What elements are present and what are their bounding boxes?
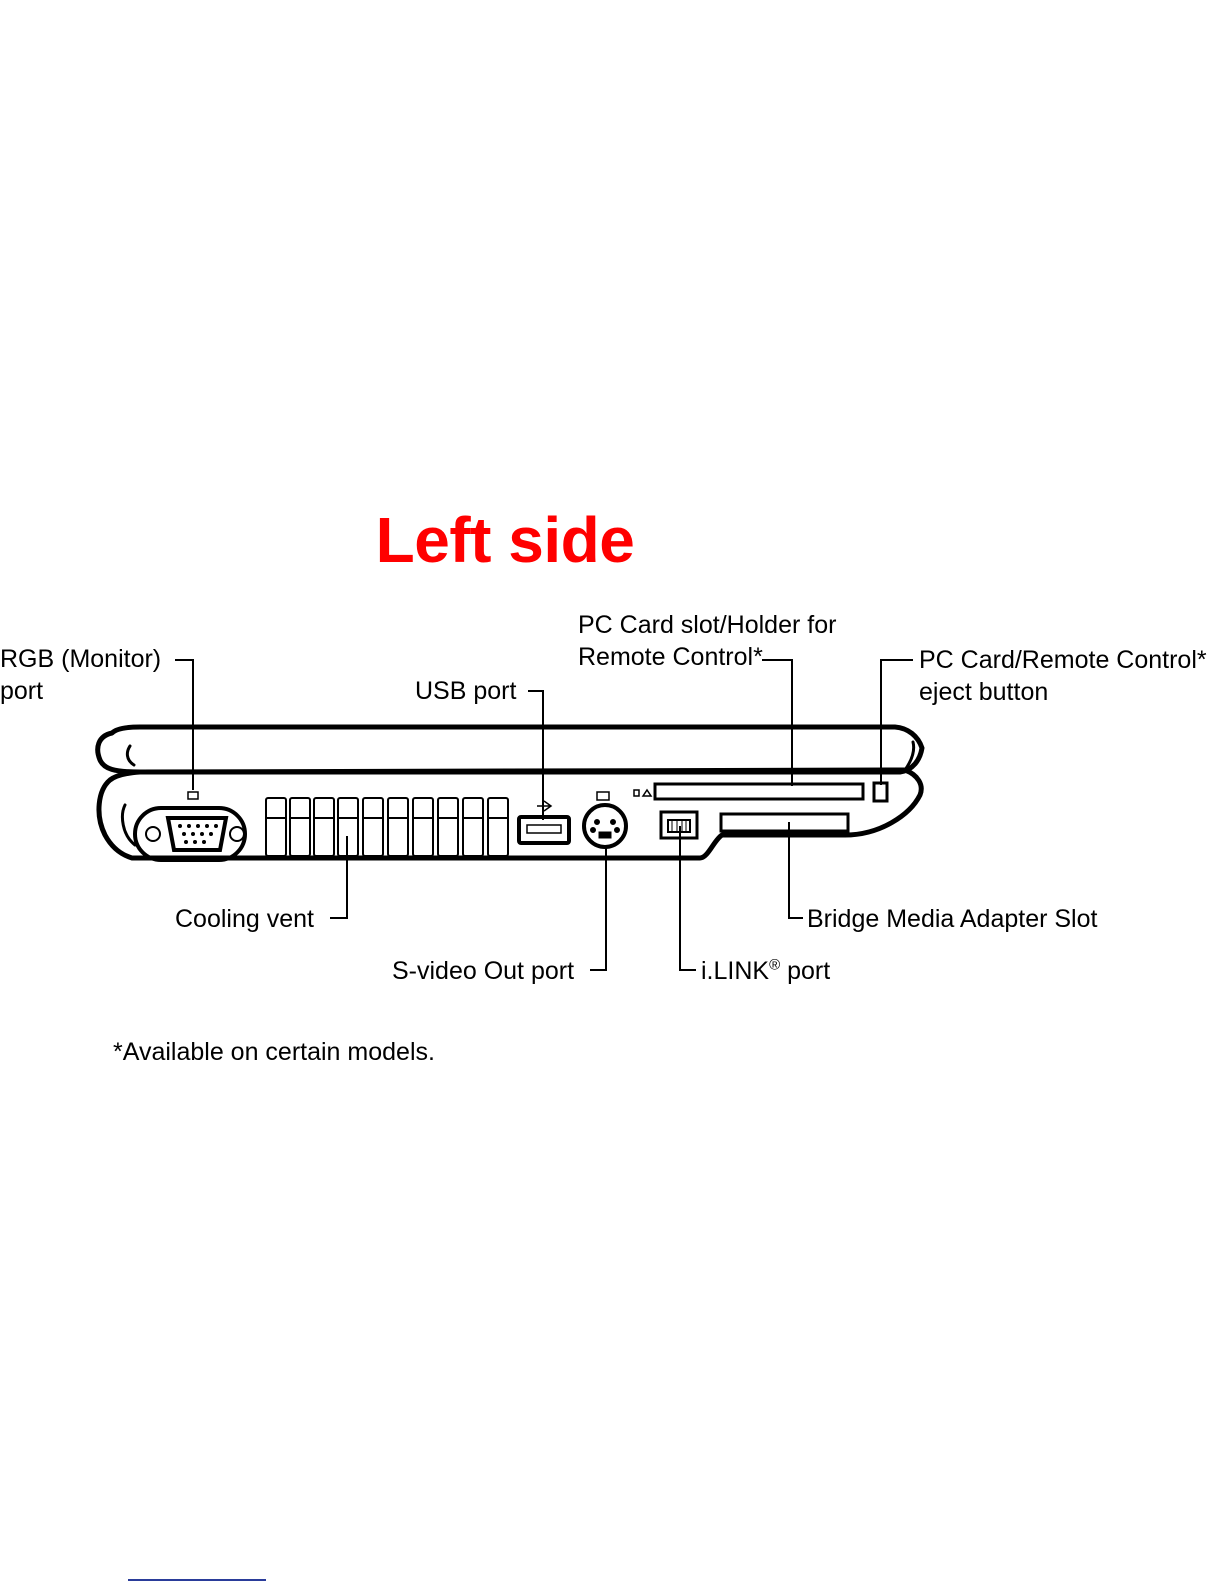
laptop-lid	[98, 727, 922, 772]
svideo-port-graphic	[584, 792, 626, 847]
bridge-media-slot-graphic	[721, 814, 848, 831]
rgb-port-label: RGB (Monitor) port	[0, 643, 161, 707]
bridge-media-slot-label: Bridge Media Adapter Slot	[807, 903, 1097, 935]
cooling-vent-label: Cooling vent	[175, 903, 314, 935]
ilink-port-label: i.LINK® port	[701, 955, 830, 987]
pc-card-slot-label: PC Card slot/Holder for Remote Control*	[578, 609, 836, 673]
cooling-vent-graphic	[266, 798, 508, 856]
availability-footnote: *Available on certain models.	[113, 1036, 435, 1068]
svideo-port-label: S-video Out port	[392, 955, 574, 987]
bottom-link-underline[interactable]	[128, 1579, 266, 1581]
eject-button-label: PC Card/Remote Control* eject button	[919, 644, 1207, 708]
pc-card-slot-graphic	[634, 783, 887, 801]
rgb-port-graphic	[135, 792, 245, 860]
usb-port-label: USB port	[415, 675, 516, 707]
